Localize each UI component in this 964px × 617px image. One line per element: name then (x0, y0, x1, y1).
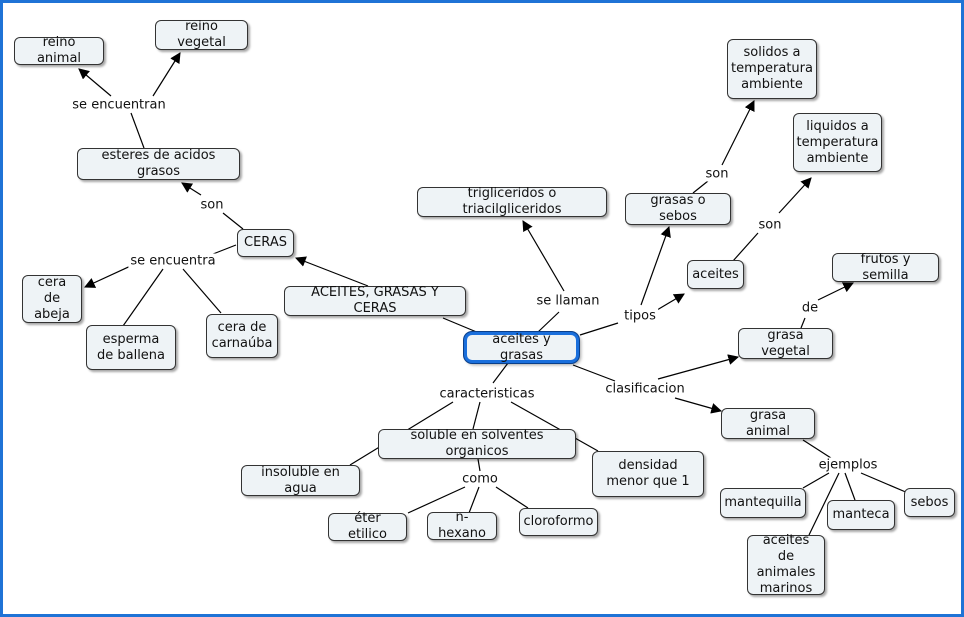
node-solidos-temperatura-ambiente[interactable]: solidos a temperatura ambiente (727, 39, 817, 99)
node-reino-vegetal[interactable]: reino vegetal (155, 19, 248, 50)
node-grasa-vegetal[interactable]: grasa vegetal (738, 328, 833, 359)
node-sebos[interactable]: sebos (904, 488, 955, 517)
link-label-se-encuentran: se encuentran (70, 97, 168, 113)
node-esperma-de-ballena[interactable]: esperma de ballena (86, 325, 176, 370)
connection-lines (78, 52, 909, 536)
node-grasa-animal[interactable]: grasa animal (721, 408, 815, 439)
node-cera-de-abeja[interactable]: cera de abeja (22, 275, 82, 323)
node-cera-de-carnauba[interactable]: cera de carnaúba (206, 314, 278, 358)
link-label-son-esteres: son (198, 197, 226, 213)
node-eter-etilico[interactable]: éter etilico (328, 511, 407, 542)
node-densidad-menor-que-1[interactable]: densidad menor que 1 (592, 451, 704, 497)
link-label-de: de (799, 300, 821, 316)
link-label-clasificacion: clasificacion (603, 381, 687, 397)
node-insoluble-en-agua[interactable]: insoluble en agua (241, 465, 360, 496)
link-label-como: como (460, 471, 500, 487)
node-esteres-acidos-grasos[interactable]: esteres de acidos grasos (77, 148, 240, 180)
node-soluble-solventes-organicos[interactable]: soluble en solventes organicos (378, 428, 576, 459)
node-liquidos-temperatura-ambiente[interactable]: liquidos a temperatura ambiente (793, 113, 882, 172)
link-label-son-grasas: son (703, 166, 731, 182)
link-label-se-encuentra: se encuentra (128, 253, 218, 269)
link-label-caracteristicas: caracteristicas (437, 386, 537, 402)
node-aceites-grasas-ceras[interactable]: ACEITES, GRASAS Y CERAS (284, 285, 466, 316)
node-aceites[interactable]: aceites (687, 260, 744, 289)
node-reino-animal[interactable]: reino animal (14, 35, 104, 66)
link-label-se-llaman: se llaman (534, 293, 602, 309)
link-label-ejemplos: ejemplos (816, 457, 880, 473)
node-cloroformo[interactable]: cloroformo (519, 508, 598, 536)
node-manteca[interactable]: manteca (827, 500, 895, 530)
node-trigliceridos[interactable]: trigliceridos o triacilgliceridos (417, 186, 607, 217)
node-aceites-y-grasas[interactable]: aceites y grasas (464, 332, 579, 363)
node-mantequilla[interactable]: mantequilla (720, 488, 806, 518)
link-label-son-aceites: son (756, 217, 784, 233)
node-ceras[interactable]: CERAS (237, 229, 294, 257)
link-label-tipos: tipos (622, 308, 658, 324)
node-n-hexano[interactable]: n-hexano (427, 510, 497, 541)
node-frutos-y-semilla[interactable]: frutos y semilla (832, 252, 939, 283)
node-aceites-animales-marinos[interactable]: aceites de animales marinos (747, 533, 825, 596)
node-grasas-o-sebos[interactable]: grasas o sebos (625, 193, 731, 225)
